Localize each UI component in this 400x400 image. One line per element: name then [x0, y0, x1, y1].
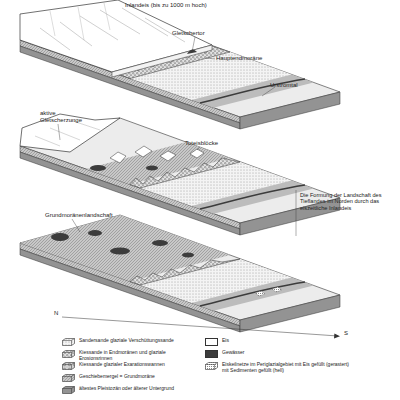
legend-row: Kiessande in Endmoränen und glaziale Ero… — [62, 350, 177, 361]
label-text: Gletschertor — [172, 30, 232, 37]
block-middle — [20, 114, 340, 235]
label-text: aktive Gletscherzunge — [40, 110, 85, 123]
legend-swatch — [62, 374, 75, 382]
label-text: Grundmoränenlandschaft — [45, 212, 145, 219]
legend-text: Eis — [222, 338, 229, 344]
block-top — [20, 0, 340, 129]
legend-swatch — [205, 350, 218, 358]
legend-row: Sandersande glaziale Verschüttungssande — [62, 338, 177, 346]
label-text: Hauptendmoräne — [216, 55, 286, 62]
north-south-arrow — [62, 317, 340, 339]
legend-text: Geschiebemergel = Grundmoräne — [79, 374, 155, 380]
legend-row: Kiessande glazialer Exarationswannen — [62, 362, 177, 370]
label-text: Toteisblöcke — [185, 140, 245, 147]
label-text: S — [344, 330, 354, 337]
leader-lines — [58, 37, 275, 232]
legend-row: Gewässer — [205, 350, 355, 358]
caption-bracket — [296, 190, 297, 236]
caption-text: Die Formung der Landschaft des Tieflande… — [300, 192, 396, 211]
legend-text: ältestes Pleistozän oder älterer Untergr… — [79, 386, 174, 392]
legend-row: Eis — [205, 338, 355, 346]
block-bottom — [20, 215, 340, 332]
legend-swatch — [62, 386, 75, 394]
legend-swatch — [62, 362, 75, 370]
label-text: Inlandeis (bis zu 1000 m hoch) — [125, 2, 265, 9]
legend-text: Kiessande in Endmoränen und glaziale Ero… — [79, 350, 177, 361]
legend-text: Kiessande glazialer Exarationswannen — [79, 362, 165, 368]
legend-swatch — [62, 350, 75, 358]
label-text: Urstromtal — [270, 82, 330, 89]
legend-swatch — [62, 338, 75, 346]
legend-row: Eiskeilnetze im Periglazialgebiet mit Ei… — [205, 362, 355, 373]
legend-swatch — [205, 362, 218, 370]
legend-swatch — [205, 338, 218, 346]
legend-row: Geschiebemergel = Grundmoräne — [62, 374, 177, 382]
legend-text: Sandersande glaziale Verschüttungssande — [79, 338, 174, 344]
legend-text: Eiskeilnetze im Periglazialgebiet mit Ei… — [222, 362, 355, 373]
label-text: N — [54, 310, 64, 317]
legend-row: ältestes Pleistozän oder älterer Untergr… — [62, 386, 177, 394]
legend-text: Gewässer — [222, 350, 245, 356]
